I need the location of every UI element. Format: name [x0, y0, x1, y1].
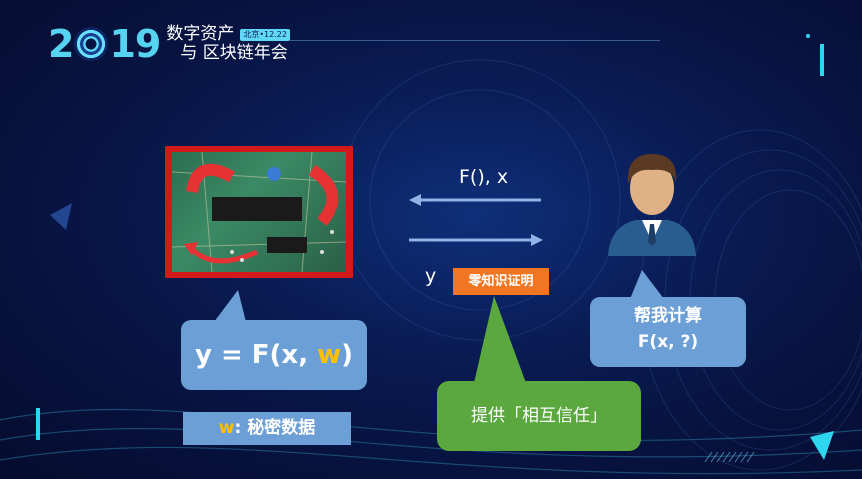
circuit-board-illustration: [172, 152, 346, 272]
logo-ring-icon: [74, 27, 109, 61]
logo-year-digits: 19: [109, 22, 161, 66]
header-divider-line: [290, 40, 660, 41]
event-logo: 2 19 数字资产 北京•12.22 与 区块链年会: [48, 22, 290, 66]
compute-request-callout: 帮我计算 F(x, ?): [590, 297, 746, 367]
request-callout-pointer: [630, 270, 664, 299]
logo-date-badge: 北京•12.22: [240, 28, 290, 41]
secret-data-label: w: 秘密数据: [183, 412, 351, 445]
accent-bar-bottom-left: [36, 408, 40, 440]
formula-prefix: y = F(x,: [194, 340, 318, 370]
formula-suffix: ): [341, 340, 354, 370]
circuit-board-photo: [172, 152, 346, 272]
accent-dot: [806, 34, 810, 38]
protocol-arrows: [409, 194, 543, 246]
user-avatar-icon: [608, 154, 696, 256]
circuit-board-image: [165, 146, 353, 278]
request-line2: F(x, ?): [637, 332, 699, 352]
request-line1: 帮我计算: [634, 306, 702, 326]
logo-text: 数字资产 北京•12.22 与 区块链年会: [166, 25, 290, 63]
logo-line2: 与 区块链年会: [180, 43, 288, 63]
mutual-trust-callout: 提供「相互信任」: [437, 381, 641, 451]
accent-bar-top-right: [820, 44, 824, 76]
arrow-bottom-label: y: [425, 265, 437, 287]
logo-line1: 数字资产: [166, 24, 235, 44]
secret-text: : 秘密数据: [234, 418, 316, 438]
arrow-top-label: F(), x: [459, 166, 509, 188]
zero-knowledge-proof-badge: 零知识证明: [453, 268, 549, 295]
formula-callout: y = F(x, w): [181, 320, 367, 390]
formula-callout-pointer: [214, 290, 246, 322]
trust-callout-pointer: [474, 296, 526, 383]
logo-year: 2 19: [48, 22, 161, 66]
logo-year-digit: 2: [48, 22, 74, 66]
formula-secret-w: w: [317, 340, 342, 370]
secret-w: w: [218, 418, 235, 438]
